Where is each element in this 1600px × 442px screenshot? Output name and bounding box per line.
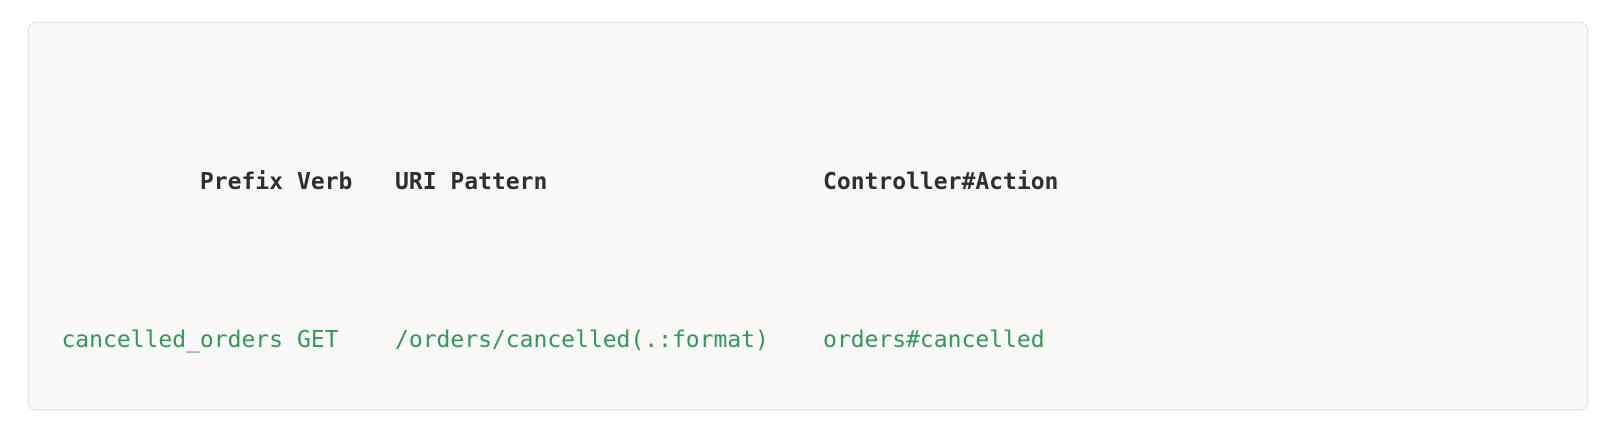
- route-action: orders#cancelled: [823, 327, 1045, 354]
- table-header-row: Prefix Verb URI Pattern Controller#Action: [43, 167, 1059, 199]
- column-header-verb: Verb: [297, 169, 353, 196]
- table-row: cancelled_orders GET/orders/cancelled(.:f…: [43, 325, 1058, 357]
- rails-routes-output: Prefix Verb URI Pattern Controller#Action c…: [43, 41, 1059, 409]
- column-header-controller-action: Controller#Action: [823, 169, 1059, 196]
- route-verb: GET: [297, 327, 339, 354]
- route-prefix: cancelled_orders: [61, 327, 283, 354]
- route-uri: /orders/cancelled(.:format): [395, 327, 769, 354]
- code-block-card: Prefix Verb URI Pattern Controller#Action c…: [28, 22, 1588, 410]
- column-header-uri-pattern: URI Pattern: [395, 169, 548, 196]
- column-header-prefix: Prefix: [199, 169, 283, 196]
